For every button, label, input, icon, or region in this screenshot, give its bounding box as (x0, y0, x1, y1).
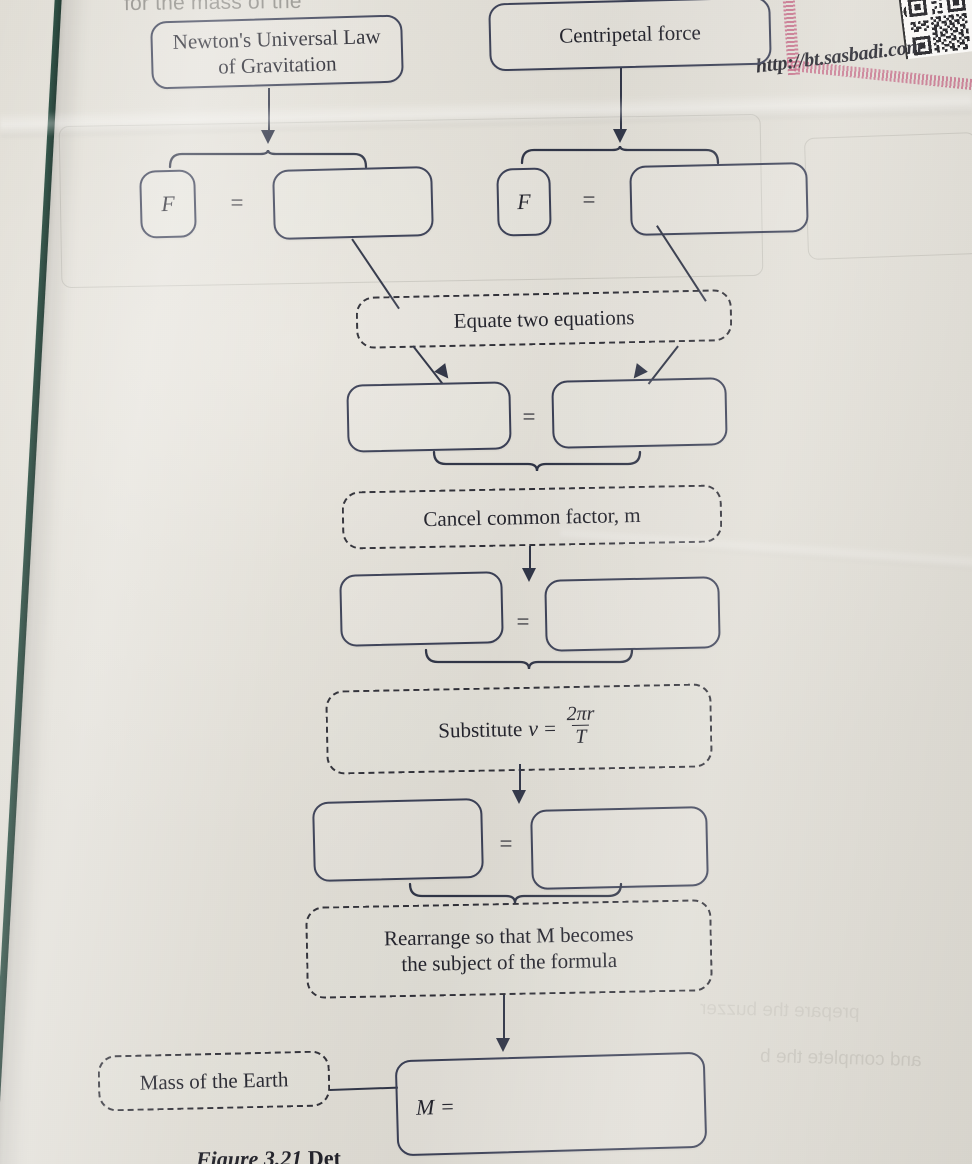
bleedthrough-text-2: prepare the buzzer (699, 997, 860, 1024)
figure-caption: Figure 3.21 Det (196, 1145, 341, 1164)
equate-rhs-box[interactable] (551, 377, 728, 449)
concept-centripetal-label: Centripetal force (558, 20, 702, 48)
formula-right-equals: = (574, 185, 604, 215)
connector-substitute-down (519, 764, 522, 797)
concept-box-centripetal-force: Centripetal force (488, 0, 772, 72)
cancel-equals: = (508, 607, 538, 637)
formula-left-answer-box[interactable] (272, 165, 434, 241)
fraction-numerator: 2πr (566, 702, 595, 725)
formula-left-variable-box: F (139, 169, 197, 239)
connector-rearrange-down (503, 995, 506, 1043)
connector-label-to-result (329, 1086, 398, 1092)
step-equate-label: Equate two equations (453, 304, 635, 333)
brace-over-formula-left (168, 149, 368, 169)
step-box-cancel: Cancel common factor, m (341, 484, 723, 550)
formula-left-variable: F (160, 191, 176, 217)
concept-box-newton-gravitation: Newton's Universal Law of Gravitation (150, 14, 404, 90)
figure-number: Figure 3.21 (195, 1145, 303, 1164)
step-substitute-variable: v (528, 715, 539, 742)
paper-crease-top (0, 88, 972, 138)
brace-over-formula-right (520, 145, 720, 165)
step-substitute-equals: = (543, 716, 557, 741)
substitute-lhs-box[interactable] (312, 797, 484, 883)
step-substitute-prefix: Substitute (438, 716, 523, 743)
cancel-rhs-box[interactable] (544, 576, 721, 652)
arrow-centripetal-down (613, 129, 627, 143)
bleedthrough-text-1: and complete the b (759, 1045, 922, 1072)
arrow-rearrange-down (496, 1038, 510, 1052)
figure-caption-rest: Det (307, 1145, 341, 1164)
arrow-newton-down (261, 130, 275, 144)
connector-newton-down (268, 88, 271, 135)
step-box-rearrange: Rearrange so that M becomes the subject … (305, 899, 713, 999)
formula-right-equals-label: = (582, 186, 596, 212)
arrow-cancel-down (522, 568, 536, 582)
result-answer-box[interactable]: M = (394, 1051, 708, 1157)
equate-lhs-box[interactable] (346, 381, 512, 453)
substitute-rhs-box[interactable] (530, 806, 709, 890)
result-label-box: Mass of the Earth (97, 1050, 331, 1112)
connector-centripetal-down (620, 68, 623, 134)
cancel-lhs-box[interactable] (339, 571, 504, 647)
concept-newton-line2: of Gravitation (217, 51, 337, 79)
cancel-equals-label: = (516, 608, 530, 634)
step-box-equate: Equate two equations (355, 289, 733, 349)
qr-code-svg (904, 0, 972, 59)
result-variable: M = (415, 1093, 456, 1121)
connector-cancel-down (529, 546, 532, 574)
formula-left-equals-label: = (230, 189, 244, 215)
concept-newton-line1: Newton's Universal Law (172, 23, 381, 54)
formula-left-equals: = (222, 188, 252, 218)
fraction-2pir-over-T: 2πr T (563, 702, 598, 749)
formula-right-variable: F (516, 189, 531, 215)
arrow-substitute-down (512, 790, 526, 804)
equate-equals-label: = (522, 403, 536, 429)
cut-off-heading-text: for the mass of the (123, 0, 302, 16)
qr-code-icon[interactable] (898, 0, 972, 60)
formula-right-variable-box: F (496, 167, 552, 237)
substitute-equals-label: = (499, 830, 513, 856)
substitute-equals: = (491, 829, 521, 859)
step-rearrange-line2: the subject of the formula (401, 947, 618, 977)
brace-under-equate-row (432, 450, 642, 472)
fraction-denominator: T (572, 724, 590, 749)
step-cancel-label: Cancel common factor, m (423, 502, 641, 531)
step-box-substitute: Substitute v = 2πr T (325, 683, 713, 775)
ghost-box-right (803, 132, 972, 260)
step-substitute-content: Substitute v = 2πr T (438, 702, 600, 753)
equate-equals: = (514, 402, 544, 432)
result-label: Mass of the Earth (139, 1067, 289, 1095)
brace-under-cancel-row (424, 648, 634, 670)
